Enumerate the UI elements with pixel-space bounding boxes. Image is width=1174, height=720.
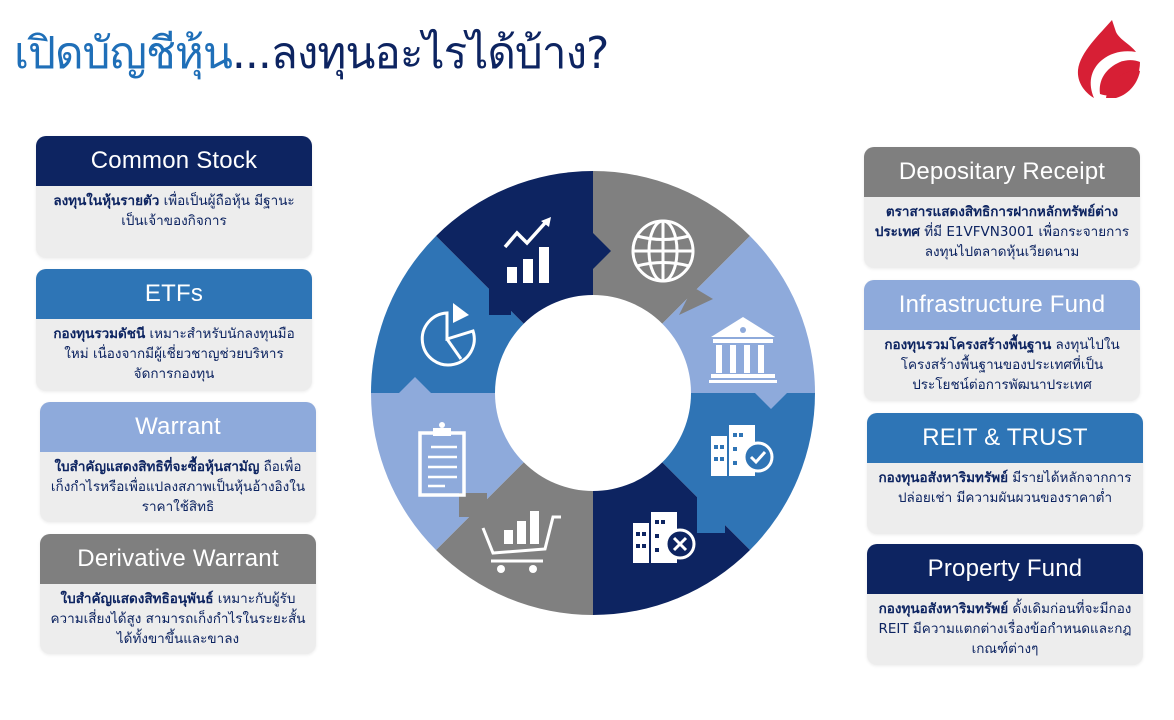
ring-segment-building-x (593, 393, 750, 615)
card-reit-trust[interactable]: REIT & TRUST กองทุนอสังหาริมทรัพย์ มีราย… (867, 413, 1143, 534)
ring-segment-cart (436, 393, 593, 615)
card-header: Derivative Warrant (40, 534, 316, 584)
title-part-1: เปิดบัญชีหุ้น (14, 28, 233, 79)
building-x-icon (633, 512, 696, 563)
card-description: กองทุนอสังหาริมทรัพย์ มีรายได้หลักจากการ… (867, 463, 1143, 516)
card-bold-term: กองทุนรวมโครงสร้างพื้นฐาน (884, 337, 1052, 353)
card-bold-term: ลงทุนในหุ้นรายตัว (53, 193, 160, 209)
ring-segment-globe (593, 171, 750, 393)
card-text: เหมาะกับผู้รับความเสี่ยงได้สูง สามารถเก็… (50, 591, 306, 647)
bank-icon (709, 317, 777, 383)
globe-icon (631, 219, 695, 283)
card-bold-term: กองทุนรวมดัชนี (53, 326, 146, 342)
title-part-2: ...ลงทุนอะไรได้บ้าง? (231, 28, 609, 79)
card-text: เหมาะสำหรับนักลงทุนมือใหม่ เนื่องจากมีผู… (64, 326, 295, 382)
card-text: ดั้งเดิมก่อนที่จะมีกอง REIT มีความแตกต่า… (878, 601, 1132, 657)
card-header: Depositary Receipt (864, 147, 1140, 197)
card-description: กองทุนรวมโครงสร้างพื้นฐาน ลงทุนไปในโครงส… (864, 330, 1140, 401)
card-common-stock[interactable]: Common Stock ลงทุนในหุ้นรายตัว เพื่อเป็น… (36, 136, 312, 258)
card-description: ตราสารแสดงสิทธิการฝากหลักทรัพย์ต่างประเท… (864, 197, 1140, 268)
card-description: กองทุนรวมดัชนี เหมาะสำหรับนักลงทุนมือใหม… (36, 319, 312, 391)
card-text: ลงทุนไปในโครงสร้างพื้นฐานของประเทศที่เป็… (900, 337, 1120, 393)
card-bold-term: กองทุนอสังหาริมทรัพย์ (878, 601, 1009, 617)
growth-chart-icon (503, 217, 551, 283)
card-bold-term: ใบสำคัญแสดงสิทธิอนุพันธ์ (60, 591, 214, 607)
building-check-icon (711, 425, 774, 476)
card-property-fund[interactable]: Property Fund กองทุนอสังหาริมทรัพย์ ดั้ง… (867, 544, 1143, 665)
card-text: ถือเพื่อเก็งกำไรหรือเพื่อแปลงสภาพเป็นหุ้… (50, 459, 306, 515)
investment-ring-diagram (371, 171, 815, 615)
card-header: Infrastructure Fund (864, 280, 1140, 330)
clipboard-icon (418, 422, 466, 497)
card-bold-term: ใบสำคัญแสดงสิทธิที่จะซื้อหุ้นสามัญ (54, 459, 260, 475)
card-text: ที่มี E1VFVN3001 เพื่อกระจายการลงทุนไปตล… (919, 224, 1130, 260)
card-header: REIT & TRUST (867, 413, 1143, 463)
card-warrant[interactable]: Warrant ใบสำคัญแสดงสิทธิที่จะซื้อหุ้นสาม… (40, 402, 316, 522)
red-flame-drop-logo (1077, 20, 1140, 98)
card-depositary-receipt[interactable]: Depositary Receipt ตราสารแสดงสิทธิการฝาก… (864, 147, 1140, 268)
pie-chart-icon (420, 303, 476, 367)
card-derivative-warrant[interactable]: Derivative Warrant ใบสำคัญแสดงสิทธิอนุพั… (40, 534, 316, 654)
card-header: Common Stock (36, 136, 312, 186)
card-description: ลงทุนในหุ้นรายตัว เพื่อเป็นผู้ถือหุ้น มี… (36, 186, 312, 239)
card-header: ETFs (36, 269, 312, 319)
card-bold-term: กองทุนอสังหาริมทรัพย์ (878, 470, 1008, 486)
page-title: เปิดบัญชีหุ้น...ลงทุนอะไรได้บ้าง? (14, 18, 609, 88)
ring-segment-building-check (593, 393, 815, 550)
card-infrastructure-fund[interactable]: Infrastructure Fund กองทุนรวมโครงสร้างพื… (864, 280, 1140, 401)
card-description: ใบสำคัญแสดงสิทธิที่จะซื้อหุ้นสามัญ ถือเพ… (40, 452, 316, 522)
card-text: มีรายได้หลักจากการปล่อยเช่า มีความผันผวน… (897, 470, 1132, 506)
card-header: Property Fund (867, 544, 1143, 594)
cart-chart-icon (481, 511, 561, 573)
card-bold-term: ตราสารแสดงสิทธิการฝากหลักทรัพย์ต่างประเท… (874, 204, 1119, 240)
card-etfs[interactable]: ETFs กองทุนรวมดัชนี เหมาะสำหรับนักลงทุนม… (36, 269, 312, 391)
card-header: Warrant (40, 402, 316, 452)
card-description: กองทุนอสังหาริมทรัพย์ ดั้งเดิมก่อนที่จะม… (867, 594, 1143, 665)
card-text: เพื่อเป็นผู้ถือหุ้น มีฐานะเป็นเจ้าของกิจ… (121, 193, 295, 229)
card-description: ใบสำคัญแสดงสิทธิอนุพันธ์ เหมาะกับผู้รับค… (40, 584, 316, 654)
